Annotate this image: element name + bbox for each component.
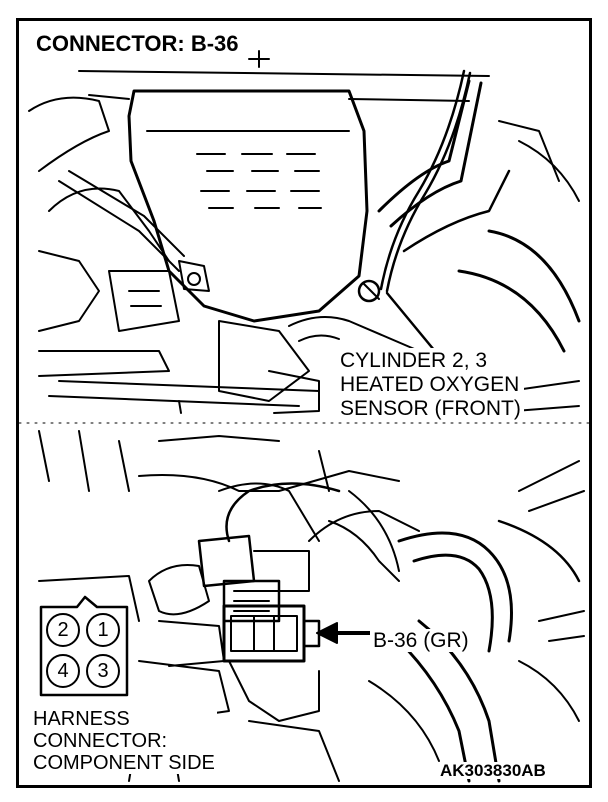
sensor-callout-line-3: SENSOR (FRONT) <box>340 397 521 420</box>
pin-3: 3 <box>86 654 120 688</box>
sensor-callout: CYLINDER 2, 3 HEATED OXYGEN SENSOR (FRON… <box>337 348 524 422</box>
diagram-title: CONNECTOR: B-36 <box>33 32 242 56</box>
lower-connector-view <box>38 430 585 783</box>
sensor-callout-line-2: HEATED OXYGEN <box>340 373 520 396</box>
diagram-frame: 2 1 4 3 CONNECTOR: B-36 CYLINDER 2, 3 HE… <box>16 18 592 788</box>
harness-label-line-3: COMPONENT SIDE <box>33 752 215 774</box>
harness-label-line-2: CONNECTOR: <box>33 730 168 752</box>
pin-1: 1 <box>86 613 120 647</box>
pin-2: 2 <box>46 613 80 647</box>
connector-callout: B-36 (GR) <box>370 629 472 652</box>
upper-engine-view <box>28 50 581 417</box>
figure-code: AK303830AB <box>438 761 548 780</box>
pin-4: 4 <box>46 654 80 688</box>
sensor-callout-line-1: CYLINDER 2, 3 <box>340 349 488 372</box>
harness-label: HARNESS CONNECTOR: COMPONENT SIDE <box>31 708 217 774</box>
harness-label-line-1: HARNESS <box>33 708 130 730</box>
